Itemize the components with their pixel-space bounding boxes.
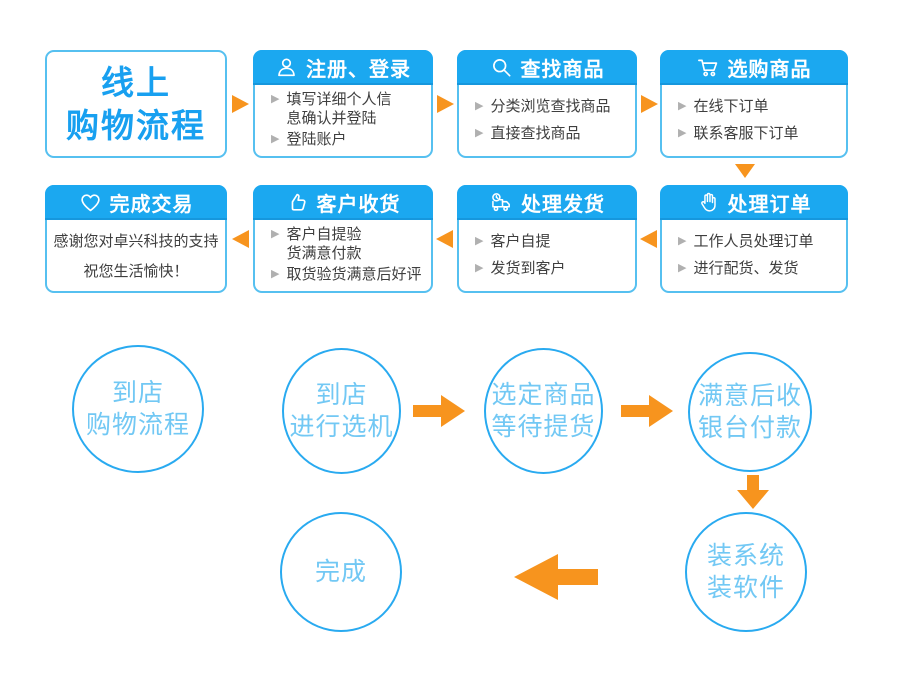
list-item: ▶在线下订单	[678, 97, 769, 115]
list-item: ▶发货到客户	[475, 259, 566, 277]
step-header: 客户收货	[253, 185, 433, 220]
title-line-2: 购物流程	[66, 107, 206, 144]
list-item: ▶取货验货满意后好评	[271, 266, 422, 283]
list-item: ▶客户自提	[475, 232, 551, 250]
flow-arrow-right-1	[232, 95, 249, 113]
step-header: 选购商品	[660, 50, 848, 85]
flow-arrow-left-3	[640, 230, 657, 248]
step-header: 处理订单	[660, 185, 848, 220]
step-title: 处理发货	[521, 194, 605, 216]
list-item: ▶客户自提验货满意付款	[271, 226, 362, 262]
list-item: ▶填写详细个人信息确认并登陆	[271, 91, 392, 127]
list-item: ▶直接查找商品	[475, 124, 581, 142]
step-box-register-login: 注册、登录 ▶填写详细个人信息确认并登陆 ▶登陆账户	[253, 50, 433, 158]
delivery-truck-icon	[489, 191, 513, 215]
flow-arrow-right-3	[641, 95, 658, 113]
list-item: ▶联系客服下订单	[678, 124, 799, 142]
online-flow-title: 线上 购物流程	[45, 50, 227, 158]
step-box-customer-receive: 客户收货 ▶客户自提验货满意付款 ▶取货验货满意后好评	[253, 185, 433, 293]
cart-icon	[697, 56, 720, 79]
circle-pay-cashier: 满意后收 银台付款	[688, 352, 812, 472]
step-header: 完成交易	[45, 185, 227, 220]
step-box-search-goods: 查找商品 ▶分类浏览查找商品 ▶直接查找商品	[457, 50, 637, 158]
bullet-triangle-icon: ▶	[271, 93, 280, 106]
list-item: ▶分类浏览查找商品	[475, 97, 611, 115]
step-title: 处理订单	[727, 194, 812, 216]
step-title: 选购商品	[727, 59, 812, 81]
step-title: 查找商品	[520, 59, 605, 81]
circle-install-system: 装系统 装软件	[685, 512, 807, 632]
search-icon	[490, 56, 513, 79]
step-box-select-goods: 选购商品 ▶在线下订单 ▶联系客服下订单	[660, 50, 848, 158]
circle-complete: 完成	[280, 512, 402, 632]
bullet-triangle-icon: ▶	[475, 126, 484, 139]
list-item: ▶登陆账户	[271, 131, 347, 148]
bullet-triangle-icon: ▶	[678, 126, 687, 139]
user-icon	[275, 56, 298, 79]
step-title: 完成交易	[109, 194, 194, 216]
block-arrow-left-1	[514, 554, 598, 600]
bullet-triangle-icon: ▶	[475, 234, 484, 247]
step-box-process-order: 处理订单 ▶工作人员处理订单 ▶进行配货、发货	[660, 185, 848, 293]
bullet-triangle-icon: ▶	[271, 133, 280, 145]
block-arrow-right-1	[413, 395, 465, 427]
block-arrow-right-2	[621, 395, 673, 427]
hand-icon	[697, 191, 720, 214]
bullet-triangle-icon: ▶	[271, 228, 280, 241]
circle-select-wait: 选定商品 等待提货	[484, 348, 603, 474]
flow-arrow-right-2	[437, 95, 454, 113]
wish-line: 祝您生活愉快！	[83, 262, 189, 280]
flow-arrow-left-2	[436, 230, 453, 248]
bullet-triangle-icon: ▶	[678, 234, 687, 247]
bullet-triangle-icon: ▶	[475, 99, 484, 112]
step-header: 处理发货	[457, 185, 637, 220]
thanks-line: 感谢您对卓兴科技的支持	[53, 233, 219, 251]
step-header: 注册、登录	[253, 50, 433, 85]
step-title: 注册、登录	[306, 59, 411, 81]
step-box-complete-transaction: 完成交易 感谢您对卓兴科技的支持 祝您生活愉快！	[45, 185, 227, 293]
flow-arrow-left-1	[232, 230, 249, 248]
flow-arrow-down-1	[735, 164, 755, 178]
step-header: 查找商品	[457, 50, 637, 85]
bullet-triangle-icon: ▶	[271, 268, 280, 280]
title-line-1: 线上	[101, 64, 171, 101]
bullet-triangle-icon: ▶	[678, 261, 687, 274]
circle-arrive-store: 到店 进行选机	[282, 348, 401, 474]
block-arrow-down-1	[737, 475, 769, 509]
step-box-process-shipping: 处理发货 ▶客户自提 ▶发货到客户	[457, 185, 637, 293]
thumbs-up-icon	[286, 191, 309, 214]
bullet-triangle-icon: ▶	[475, 261, 484, 274]
list-item: ▶进行配货、发货	[678, 259, 799, 277]
bullet-triangle-icon: ▶	[678, 99, 687, 112]
step-title: 客户收货	[316, 194, 401, 216]
heart-icon	[79, 191, 102, 214]
circle-instore-title: 到店 购物流程	[72, 345, 204, 473]
list-item: ▶工作人员处理订单	[678, 232, 814, 250]
